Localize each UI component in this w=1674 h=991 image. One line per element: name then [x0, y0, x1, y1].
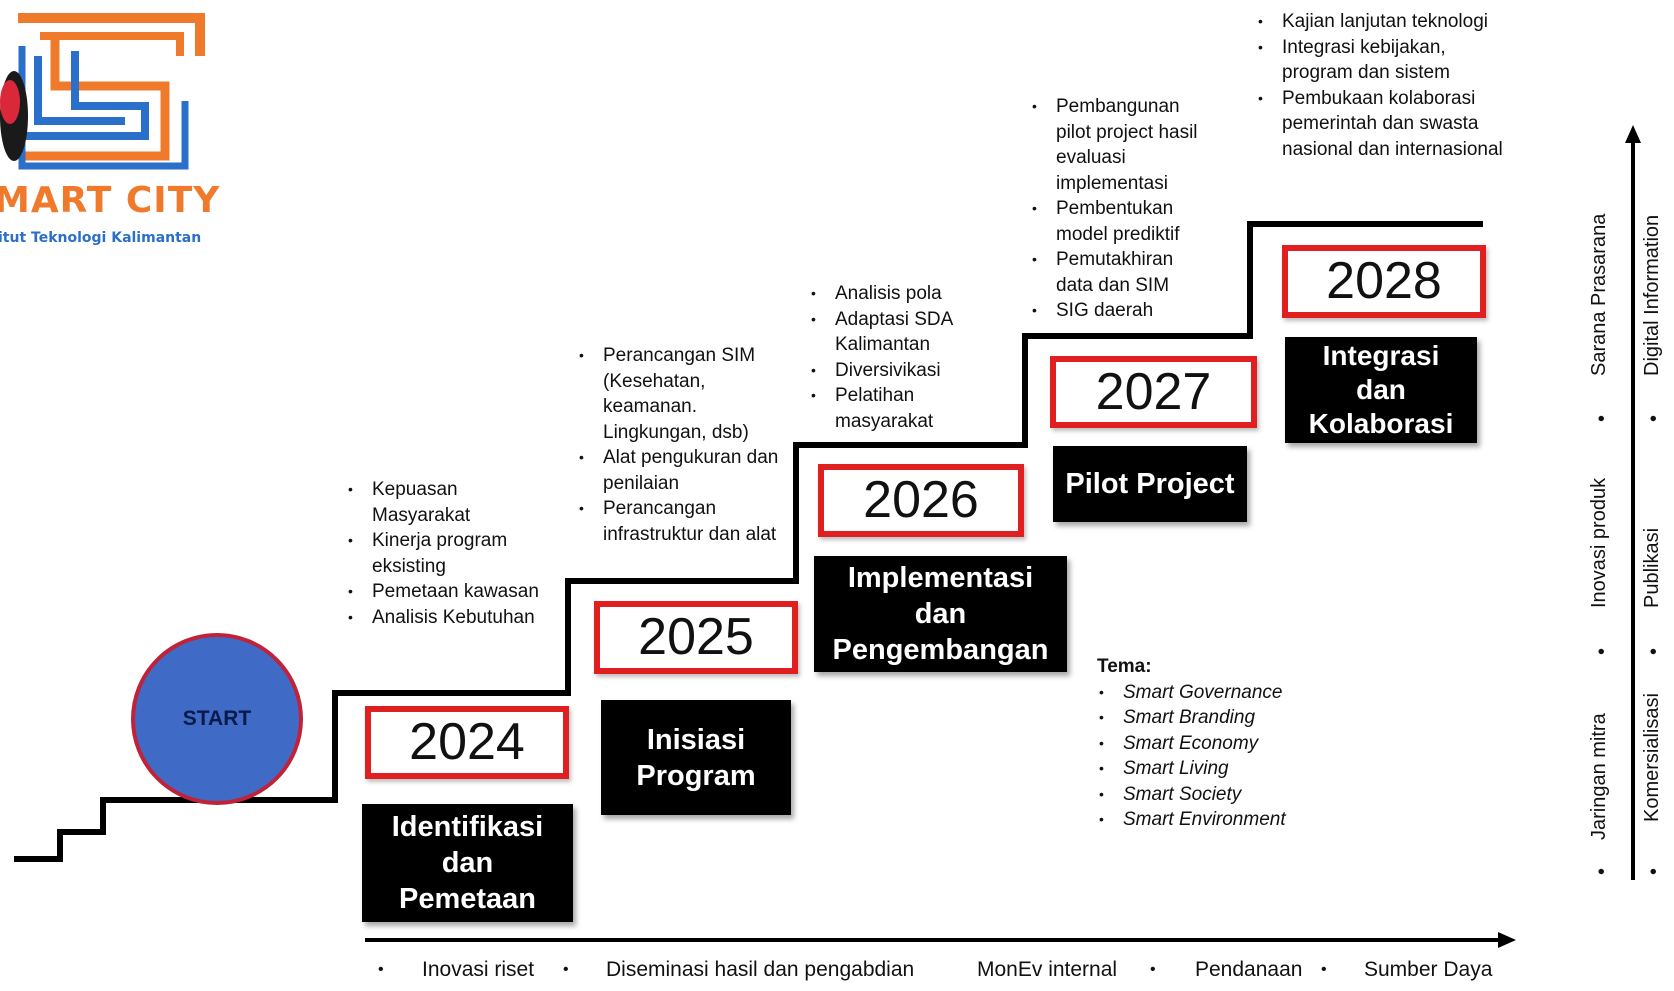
phase-line: dan — [441, 847, 494, 879]
bullet-item: Analisis pola — [809, 281, 994, 307]
vertical-axis-label: Komersialisasi — [1641, 693, 1663, 822]
phase-line: Pilot Project — [1065, 468, 1235, 500]
logo-subtitle: itut Teknologi Kalimantan — [0, 230, 202, 246]
bullet-item: Adaptasi SDA Kalimantan — [809, 307, 994, 358]
phase-line: dan — [1356, 374, 1406, 405]
phase-line: Pengembangan — [832, 634, 1049, 666]
phase-box-2024: Identifikasi dan Pemetaan — [362, 804, 573, 922]
bullet-item: Perancangan infrastruktur dan alat — [577, 496, 782, 547]
axis-bullet: • — [378, 961, 384, 978]
bullet-item: Pembangunan pilot project hasil evaluasi… — [1030, 94, 1205, 196]
bottom-axis-label: Pendanaan — [1195, 958, 1303, 981]
bullet-item: Pembentukan model prediktif — [1030, 196, 1205, 247]
bottom-axis-label: Sumber Daya — [1364, 958, 1493, 981]
vertical-axis-label: Inovasi produk — [1588, 477, 1610, 608]
year-label: 2026 — [863, 471, 979, 529]
tema-item: Smart Branding — [1097, 705, 1347, 731]
bottom-axis-label: Inovasi riset — [422, 958, 535, 981]
bullet-list-2024: Kepuasan Masyarakat Kinerja program eksi… — [346, 477, 546, 630]
year-box-2024: 2024 — [365, 706, 569, 779]
vertical-axis-bullet: • — [1591, 647, 1613, 655]
staircase-line — [14, 221, 1483, 862]
phase-line: Inisiasi — [646, 723, 746, 756]
tema-item: Smart Environment — [1097, 807, 1347, 833]
start-circle: START — [131, 633, 303, 805]
phase-box-2026: Implementasi dan Pengembangan — [814, 556, 1067, 672]
phase-line: Integrasi — [1322, 340, 1440, 371]
vertical-axis-label: Jaringan mitra — [1588, 713, 1610, 840]
vertical-axis-label: Sarana Prasarana — [1588, 213, 1610, 376]
bullet-item: Pelatihan masyarakat — [809, 383, 994, 434]
vertical-axis-bullet: • — [1643, 867, 1665, 875]
axis-bullet: • — [563, 961, 569, 978]
bottom-axis-label: MonEv internal — [977, 958, 1118, 981]
tema-block: Tema: Smart Governance Smart Branding Sm… — [1097, 654, 1347, 833]
year-box-2027: 2027 — [1050, 356, 1257, 428]
vertical-axis-bullet: • — [1643, 414, 1665, 422]
tema-item: Smart Living — [1097, 756, 1347, 782]
phase-line: Implementasi — [847, 562, 1034, 594]
phase-box-2027: Pilot Project — [1053, 446, 1247, 522]
start-label: START — [182, 707, 252, 730]
year-label: 2024 — [409, 713, 525, 771]
bullet-item: Pemetaan kawasan — [346, 579, 546, 605]
bullet-item: Integrasi kebijakan, program dan sistem — [1256, 35, 1506, 86]
bullet-item: Analisis Kebutuhan — [346, 605, 546, 631]
year-label: 2025 — [638, 608, 754, 666]
year-label: 2027 — [1095, 363, 1212, 421]
bullet-item: Kinerja program eksisting — [346, 528, 546, 579]
tema-item: Smart Governance — [1097, 680, 1347, 706]
year-box-2026: 2026 — [818, 464, 1024, 537]
vertical-axis-label: Publikasi — [1641, 527, 1663, 608]
phase-line: Kolaborasi — [1308, 408, 1454, 439]
tema-item: Smart Society — [1097, 782, 1347, 808]
logo-title: MART CITY — [0, 180, 221, 221]
bullet-item: Alat pengukuran dan penilaian — [577, 445, 782, 496]
bottom-axis-label: Diseminasi hasil dan pengabdian — [606, 958, 915, 981]
bullet-item: Kajian lanjutan teknologi — [1256, 9, 1506, 35]
vertical-axis-label: Digital Information — [1641, 214, 1663, 376]
phase-line: Program — [636, 759, 756, 792]
bullet-item: Pemutakhiran data dan SIM — [1030, 247, 1205, 298]
vertical-axis-bullet: • — [1591, 867, 1613, 875]
horizontal-arrowhead — [1498, 932, 1516, 948]
vertical-axis-bullet: • — [1643, 647, 1665, 655]
tema-list: Smart Governance Smart Branding Smart Ec… — [1097, 680, 1347, 833]
tema-item: Smart Economy — [1097, 731, 1347, 757]
phase-box-2025: Inisiasi Program — [601, 700, 791, 815]
vertical-arrowhead — [1625, 125, 1641, 143]
year-box-2028: 2028 — [1282, 245, 1486, 318]
bullet-list-2028: Kajian lanjutan teknologi Integrasi kebi… — [1256, 9, 1506, 162]
axis-bullet: • — [1321, 961, 1327, 978]
phase-box-2028: Integrasi dan Kolaborasi — [1285, 337, 1477, 443]
axis-bullet: • — [1150, 961, 1156, 978]
tema-title: Tema: — [1097, 656, 1152, 677]
bullet-item: Pembukaan kolaborasi pemerintah dan swas… — [1256, 86, 1506, 163]
vertical-axis-bullet: • — [1591, 414, 1613, 422]
smart-city-logo-icon — [0, 13, 205, 170]
bullet-list-2026: Analisis pola Adaptasi SDA Kalimantan Di… — [809, 281, 994, 434]
bullet-list-2027: Pembangunan pilot project hasil evaluasi… — [1030, 94, 1205, 324]
bullet-item: Diversivikasi — [809, 358, 994, 384]
year-label: 2028 — [1326, 252, 1442, 310]
bullet-item: Kepuasan Masyarakat — [346, 477, 546, 528]
bullet-list-2025: Perancangan SIM (Kesehatan, keamanan. Li… — [577, 343, 782, 547]
phase-line: Pemetaan — [398, 883, 536, 915]
phase-line: dan — [914, 598, 967, 630]
bullet-item: Perancangan SIM (Kesehatan, keamanan. Li… — [577, 343, 782, 445]
phase-line: Identifikasi — [391, 811, 544, 843]
year-box-2025: 2025 — [594, 601, 798, 674]
bullet-item: SIG daerah — [1030, 298, 1205, 324]
